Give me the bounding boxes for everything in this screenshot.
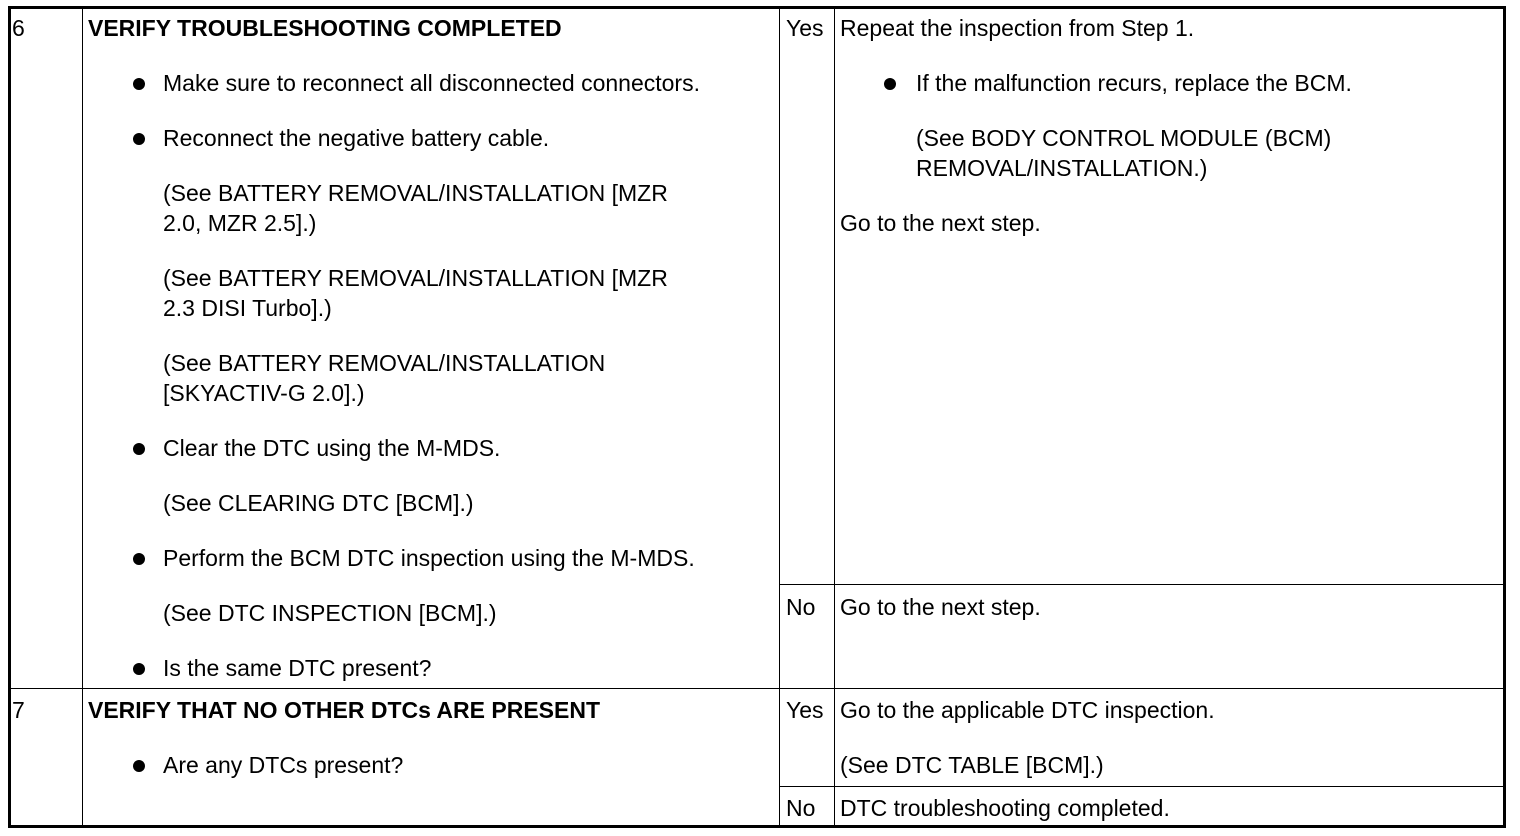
bullet-icon (884, 78, 896, 90)
result-text: Go to the applicable DTC inspection. (840, 697, 1215, 723)
column-divider-action (779, 8, 780, 826)
bullet-icon (133, 78, 145, 90)
result-text: Go to the next step. (840, 210, 1041, 236)
result-text: Repeat the inspection from Step 1. (840, 15, 1195, 41)
instruction-item: Reconnect the negative battery cable. (163, 125, 550, 151)
yes-no-divider-row7 (779, 786, 1506, 787)
bullet-icon (133, 760, 145, 772)
yes-label: Yes (786, 15, 824, 41)
yes-label: Yes (786, 697, 824, 723)
reference-link[interactable]: (See BATTERY REMOVAL/INSTALLATION (163, 350, 606, 376)
instruction-item: Is the same DTC present? (163, 655, 432, 681)
step-title: VERIFY TROUBLESHOOTING COMPLETED (88, 15, 562, 41)
reference-link[interactable]: (See DTC INSPECTION [BCM].) (163, 600, 497, 626)
instruction-item: Make sure to reconnect all disconnected … (163, 70, 700, 96)
result-item: If the malfunction recurs, replace the B… (916, 70, 1352, 96)
reference-link[interactable]: [SKYACTIV-G 2.0].) (163, 380, 365, 406)
column-divider-step (82, 8, 83, 826)
yes-no-divider-row6 (779, 584, 1506, 585)
reference-link[interactable]: (See DTC TABLE [BCM].) (840, 752, 1104, 778)
column-divider-result (834, 8, 835, 826)
reference-link[interactable]: (See CLEARING DTC [BCM].) (163, 490, 474, 516)
instruction-item: Perform the BCM DTC inspection using the… (163, 545, 695, 571)
bullet-icon (133, 133, 145, 145)
result-text: DTC troubleshooting completed. (840, 795, 1170, 821)
troubleshooting-table (8, 6, 1506, 828)
step-title: VERIFY THAT NO OTHER DTCs ARE PRESENT (88, 697, 601, 723)
step-number: 6 (12, 15, 25, 41)
bullet-icon (133, 663, 145, 675)
instruction-item: Clear the DTC using the M-MDS. (163, 435, 501, 461)
bullet-icon (133, 443, 145, 455)
instruction-item: Are any DTCs present? (163, 752, 404, 778)
reference-link[interactable]: (See BATTERY REMOVAL/INSTALLATION [MZR (163, 180, 668, 206)
bullet-icon (133, 553, 145, 565)
step-number: 7 (12, 697, 25, 723)
reference-link[interactable]: 2.3 DISI Turbo].) (163, 295, 332, 321)
no-label: No (786, 594, 816, 620)
reference-link[interactable]: (See BATTERY REMOVAL/INSTALLATION [MZR (163, 265, 668, 291)
no-label: No (786, 795, 816, 821)
reference-link[interactable]: REMOVAL/INSTALLATION.) (916, 155, 1208, 181)
row-divider (8, 688, 1506, 689)
result-text: Go to the next step. (840, 594, 1041, 620)
reference-link[interactable]: (See BODY CONTROL MODULE (BCM) (916, 125, 1332, 151)
reference-link[interactable]: 2.0, MZR 2.5].) (163, 210, 317, 236)
